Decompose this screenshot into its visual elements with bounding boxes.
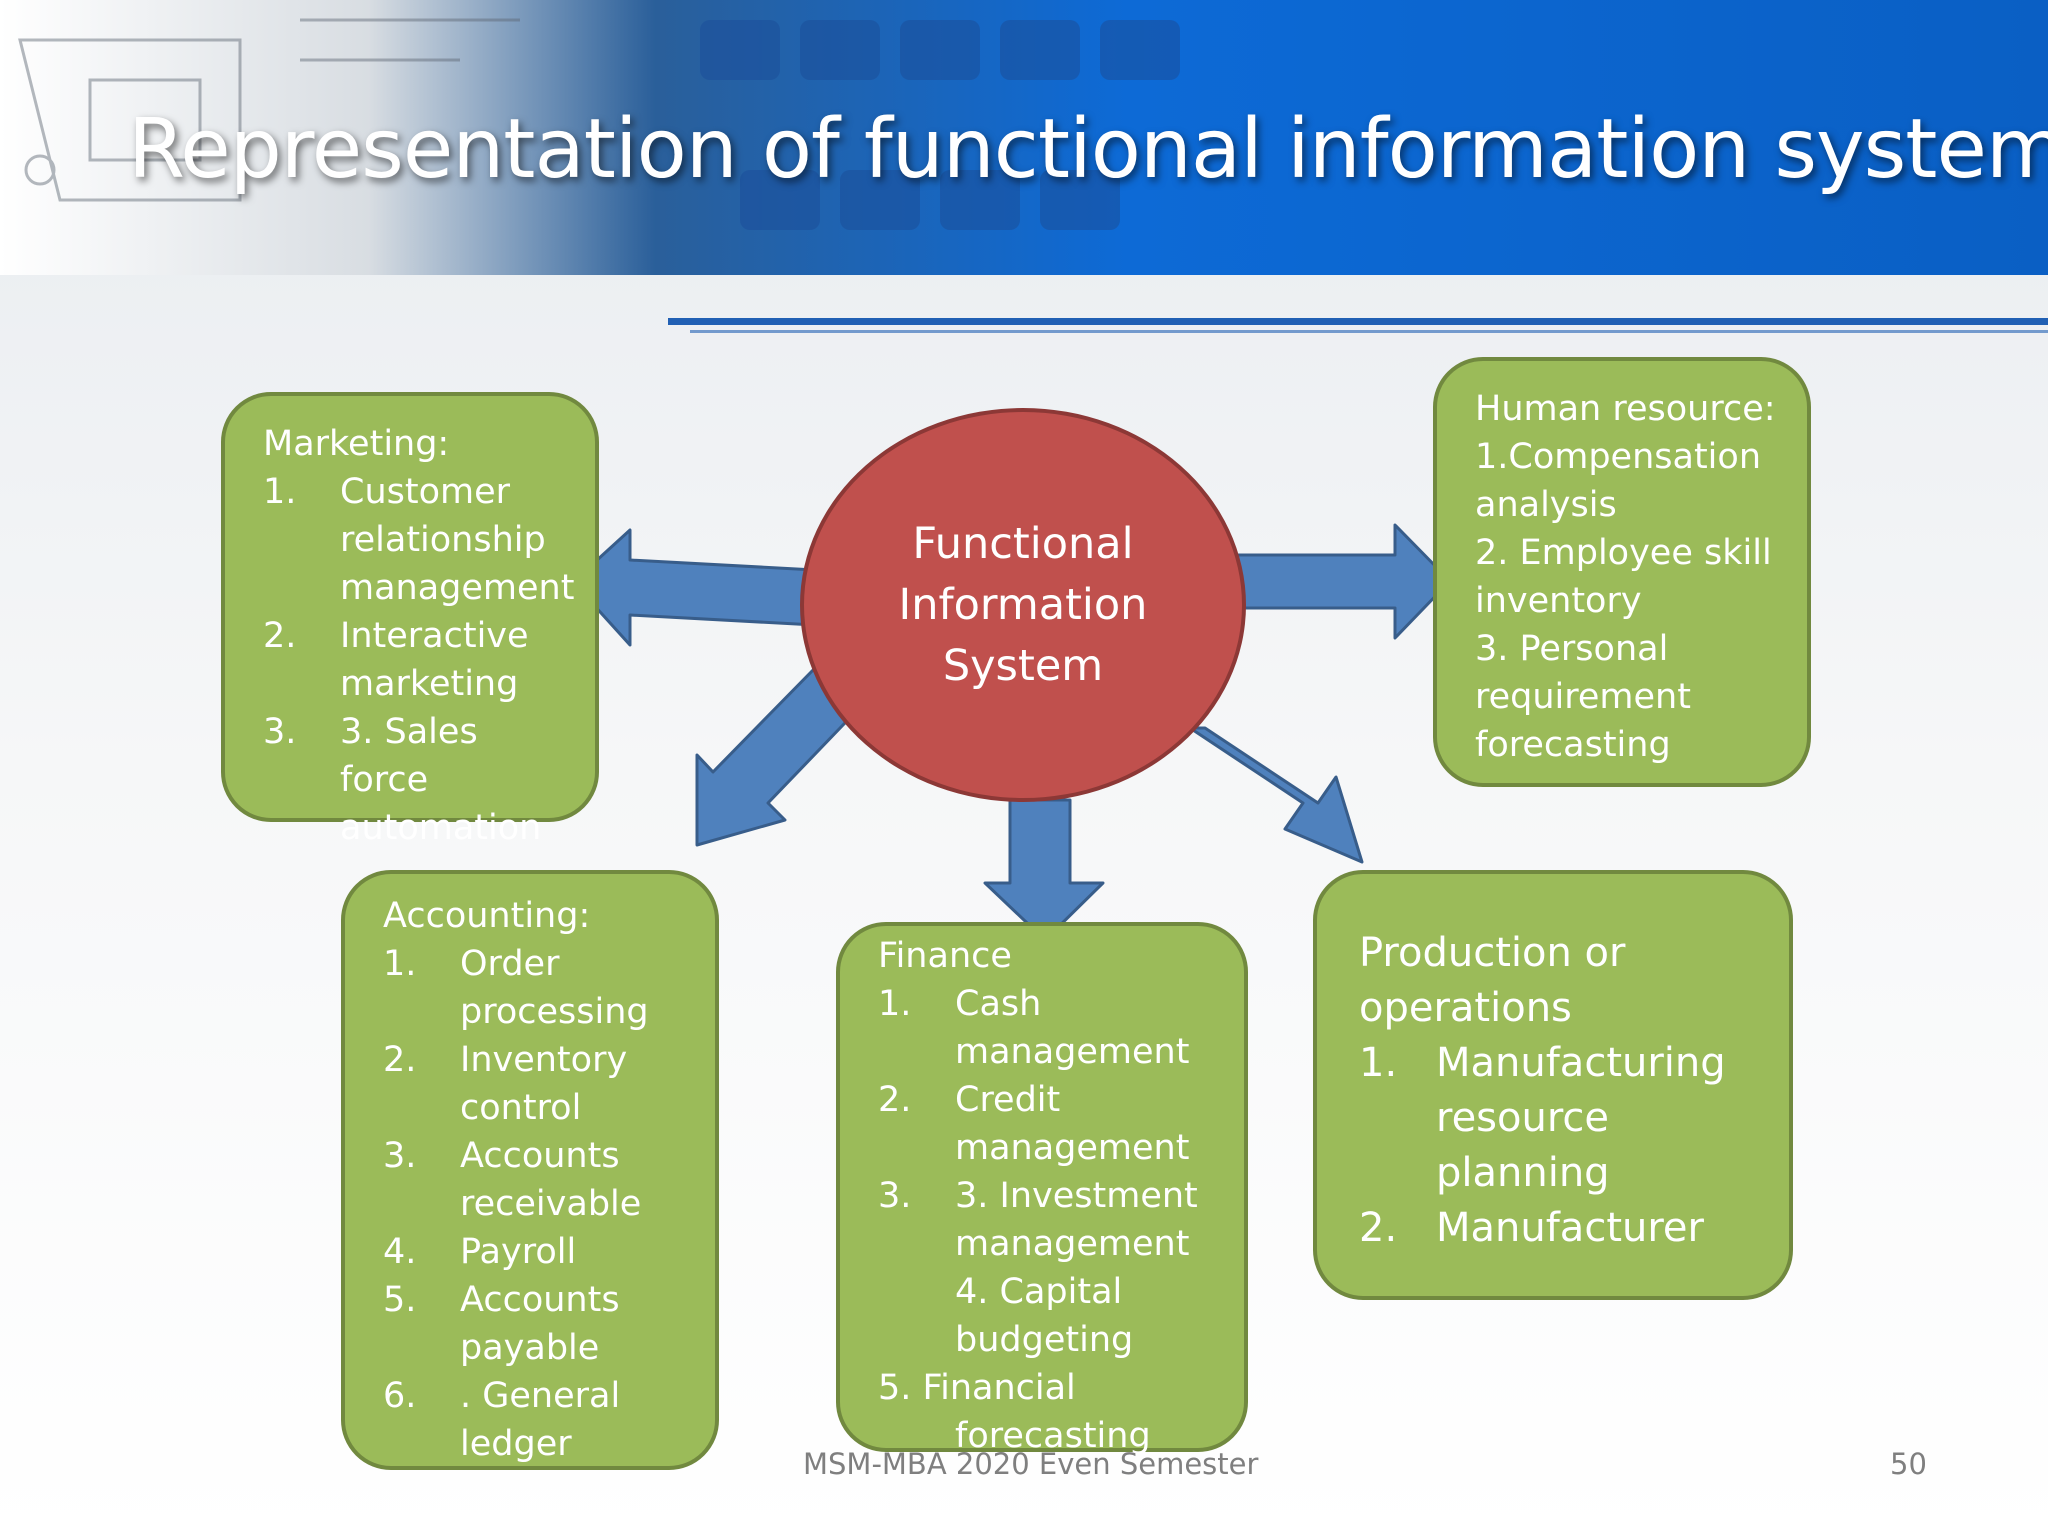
list-text: 3. Investment management [955,1176,1198,1264]
page-number: 50 [1890,1447,1927,1481]
list-number: 2. [383,1040,417,1080]
accounting-box: Accounting: 1. Order processing 2. Invento… [341,870,719,1470]
list-number: 3. [383,1136,417,1176]
header-rule [668,318,2048,325]
human-resource-line: 3. Personal requirement forecasting [1475,629,1691,765]
finance-last-line: 5. Financial [878,1368,1076,1408]
list-number: 1. [878,984,912,1024]
finance-list: 1. Cash management 2. Credit management 3.… [878,980,1228,1364]
list-item: 3. Accounts receivable [383,1132,699,1228]
human-resource-line: 2. Employee skill inventory [1475,533,1772,621]
list-item: 2. Interactive marketing [263,612,575,708]
finance-heading: Finance [878,936,1012,976]
list-item: 3. 3. Sales force automation [263,708,575,852]
list-number: 1. [383,944,417,984]
blueprint-sketch-decoration [18,18,520,202]
list-item: 4. Capital budgeting [878,1268,1228,1364]
slide-title: Representation of functional information… [128,102,2048,197]
production-list: 1. Manufacturing resource planning 2. Manu… [1359,1036,1769,1256]
list-number: 2. [263,616,297,656]
marketing-list: 1. Customer relationship management 2. Int… [263,468,575,852]
list-number: 4. [383,1232,417,1272]
list-text: Credit management [955,1080,1190,1168]
list-text: Accounts payable [460,1280,620,1368]
list-item: 2. Inventory control [383,1036,699,1132]
marketing-box: Marketing: 1. Customer relationship manag… [221,392,599,848]
list-number: 5. [383,1280,417,1320]
list-text: Interactive marketing [340,616,529,704]
accounting-heading: Accounting: [383,896,591,936]
arrow-to-human-resource [1228,523,1452,640]
list-number: 6. [383,1376,417,1416]
list-number [878,1268,955,1364]
slide-footer: MSM-MBA 2020 Even Semester [803,1447,1259,1481]
list-text: Manufacturing resource planning [1436,1040,1726,1196]
list-item: 1. Cash management [878,980,1228,1076]
list-text: Inventory control [460,1040,628,1128]
list-item: 4. Payroll [383,1228,699,1276]
finance-last-line-continued: forecasting [955,1416,1151,1456]
human-resource-box: Human resource: 1.Compensation analysis … [1433,357,1811,787]
production-box: Production or operations 1. Manufacturing… [1313,870,1793,1300]
human-resource-heading: Human resource: [1475,389,1776,429]
production-heading: Production or operations [1359,930,1626,1031]
arrow-to-finance [983,798,1105,942]
list-number: 2. [878,1080,912,1120]
hub-label: Functional Information System [898,518,1148,691]
list-item: 5. Accounts payable [383,1276,699,1372]
list-item: 3. 3. Investment management [878,1172,1228,1268]
accounting-list: 1. Order processing 2. Inventory control 3… [383,940,699,1468]
arrow-to-accounting [695,666,869,847]
arrow-to-production [1188,726,1364,864]
list-text: 4. Capital budgeting [955,1272,1134,1360]
list-item: 1. Manufacturing resource planning [1359,1036,1769,1201]
list-text: Manufacturer [1436,1205,1704,1251]
list-text: 3. Sales force automation [340,712,542,848]
arrow-to-marketing [571,528,817,647]
list-item: 1. Order processing [383,940,699,1036]
list-number: 3. [263,712,297,752]
list-text: Customer relationship management [340,472,575,608]
list-item: 6. . General ledger [383,1372,699,1468]
list-item: 2. Manufacturer [1359,1201,1769,1256]
finance-box: Finance 1. Cash management 2. Credit manag… [836,922,1248,1456]
list-number: 1. [1359,1040,1398,1086]
list-number: 3. [878,1176,912,1216]
list-text: Accounts receivable [460,1136,642,1224]
hub-functional-information-system: Functional Information System [800,408,1246,802]
list-text: . General ledger [460,1376,621,1464]
keyboard-keys-decoration [700,20,1180,230]
human-resource-line: 1.Compensation analysis [1475,437,1761,525]
list-text: Payroll [460,1232,577,1272]
marketing-heading: Marketing: [263,424,450,464]
list-item: 1. Customer relationship management [263,468,575,612]
list-number: 2. [1359,1205,1398,1251]
list-number: 1. [263,472,297,512]
list-item: 2. Credit management [878,1076,1228,1172]
list-text: Order processing [460,944,649,1032]
list-text: Cash management [955,984,1190,1072]
